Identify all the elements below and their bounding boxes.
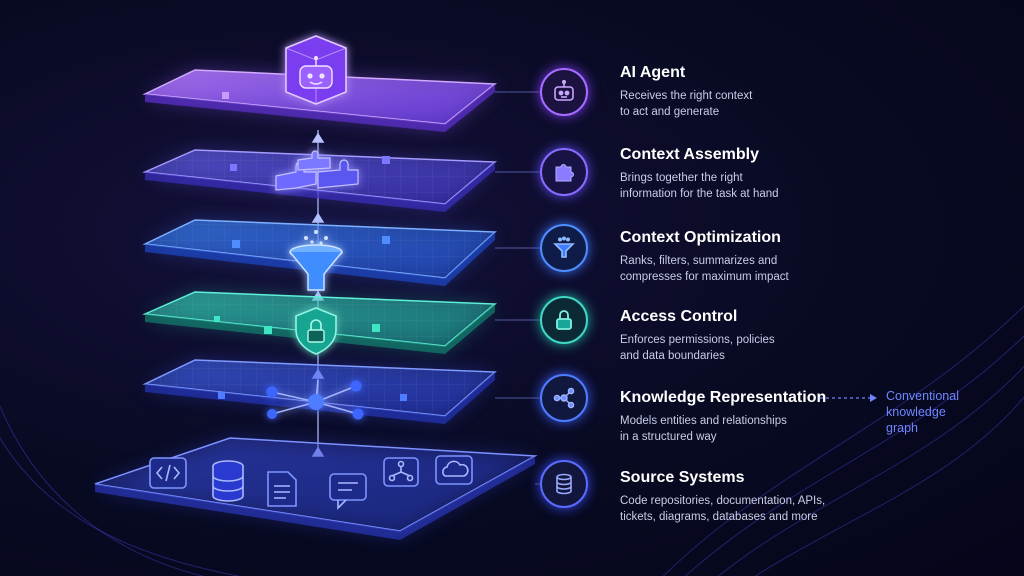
layer-description: Receives the right context to act and ge…: [620, 90, 753, 118]
funnel-icon: [289, 230, 343, 291]
graph-network-icon: [266, 379, 364, 420]
database-icon: [540, 460, 588, 508]
lock-icon: [540, 296, 588, 344]
source-icons: [149, 455, 473, 510]
puzzle-pieces-icon: [275, 150, 359, 191]
layer-title: Context Optimization: [620, 229, 781, 246]
chat-icon: [329, 473, 367, 510]
layer-ai-agent: AI Agent Receives the right context to a…: [620, 64, 870, 120]
knowledge-representation-platform: [142, 359, 497, 424]
layer-description: Enforces permissions, policies and data …: [620, 334, 775, 362]
conventional-knowledge-graph-note: Conventional knowledge graph: [886, 389, 959, 435]
document-icon: [267, 471, 297, 507]
diagram-icon: [383, 457, 419, 487]
ai-agent-platform: [142, 35, 498, 132]
layer-context-assembly: Context Assembly Brings together the rig…: [620, 146, 870, 202]
context-optimization-platform: [142, 219, 497, 291]
database-icon: [212, 460, 244, 502]
context-assembly-platform: [142, 149, 497, 212]
layer-context-optimization: Context Optimization Ranks, filters, sum…: [620, 229, 870, 285]
layer-description: Code repositories, documentation, APIs, …: [620, 495, 826, 523]
layer-description: Ranks, filters, summarizes and compresse…: [620, 255, 789, 283]
layer-knowledge-representation: Knowledge Representation Models entities…: [620, 389, 870, 445]
layer-title: Source Systems: [620, 469, 745, 486]
source-systems-platform: [94, 437, 538, 540]
layer-title: Context Assembly: [620, 146, 759, 163]
layer-title: Knowledge Representation: [620, 389, 827, 406]
shield-lock-icon: [295, 307, 337, 355]
layer-access-control: Access Control Enforces permissions, pol…: [620, 308, 870, 364]
access-control-platform: [142, 291, 497, 355]
side-note-connector: [820, 394, 877, 402]
layer-description: Brings together the right information fo…: [620, 172, 779, 200]
funnel-icon: [540, 224, 588, 272]
layer-source-systems: Source Systems Code repositories, docume…: [620, 469, 870, 525]
code-icon: [149, 457, 187, 489]
robot-cube-icon: [285, 35, 347, 105]
puzzle-icon: [540, 148, 588, 196]
robot-icon: [540, 68, 588, 116]
layer-title: Access Control: [620, 308, 738, 325]
graph-icon: [540, 374, 588, 422]
background-waves: [0, 305, 1024, 576]
layer-description: Models entities and relationships in a s…: [620, 415, 787, 443]
layer-title: AI Agent: [620, 64, 686, 81]
layer-connectors: [495, 91, 540, 485]
cloud-icon: [435, 455, 473, 485]
